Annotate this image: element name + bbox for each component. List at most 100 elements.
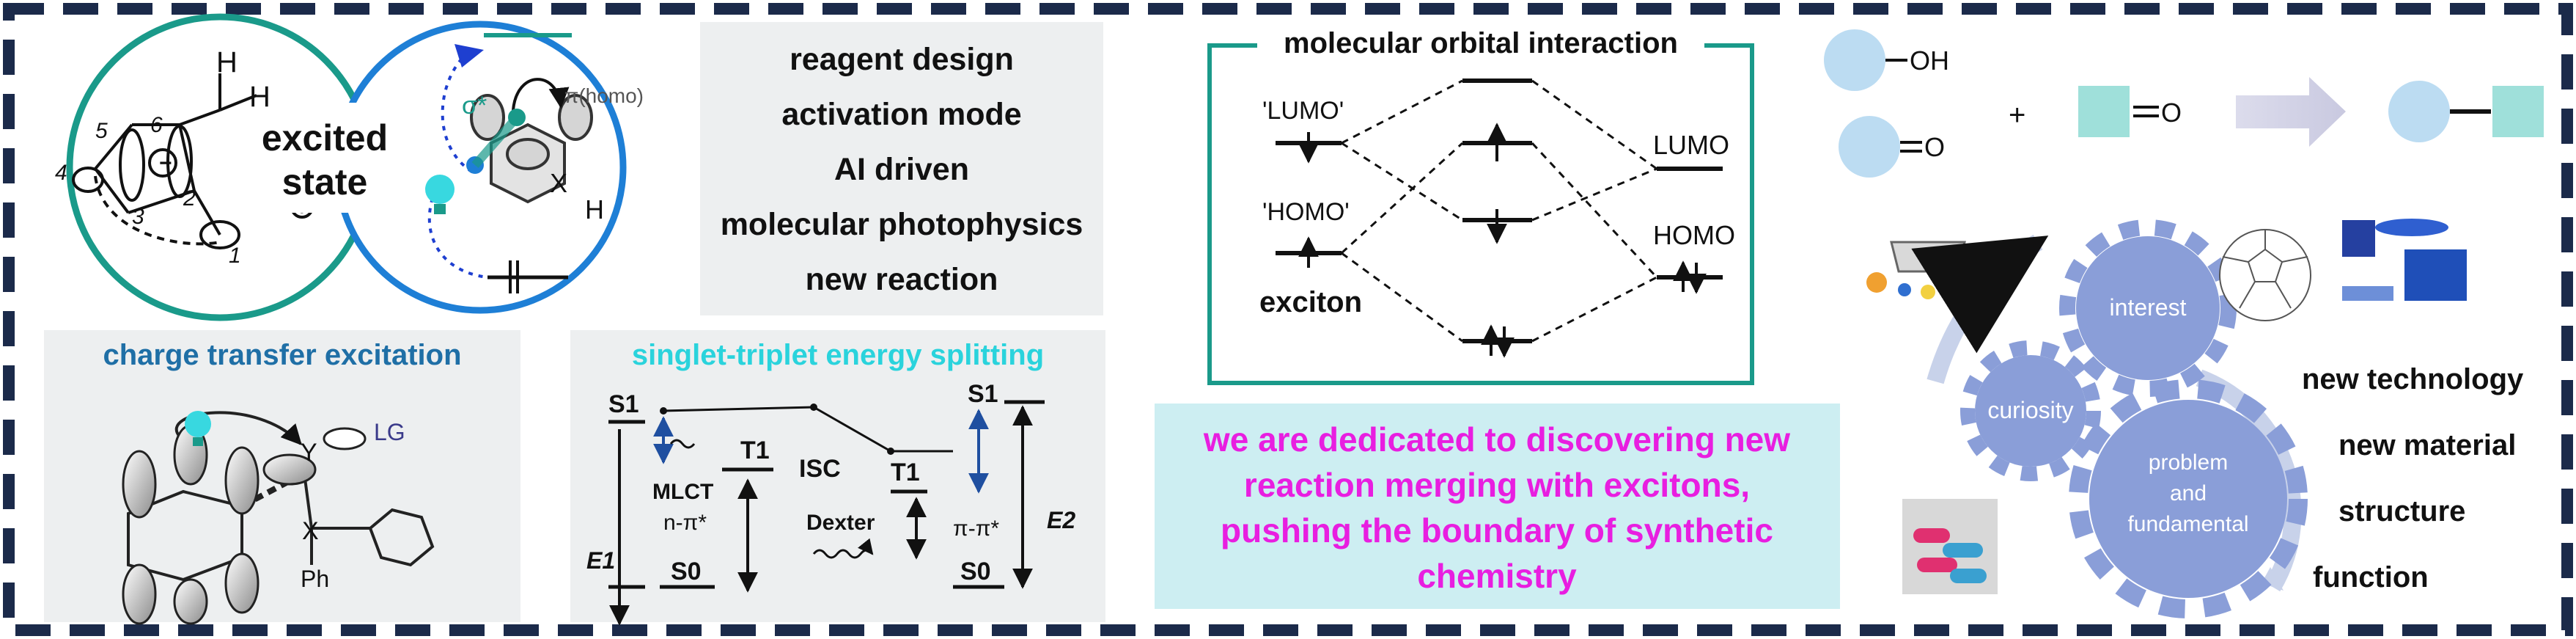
mission-box: we are dedicated to discovering new reac… — [1155, 404, 1840, 609]
gear-interest — [2059, 219, 2237, 397]
pi-pi-label: π-π* — [953, 516, 999, 541]
mo-title: molecular orbital interaction — [1284, 27, 1678, 59]
homo-label: HOMO — [1653, 220, 1735, 250]
cycloheptadienyl-orbitals — [72, 73, 314, 249]
dashed-border — [3, 3, 2573, 636]
topic-ai-driven: AI driven — [834, 152, 969, 187]
topic-reagent-design: reagent design — [790, 42, 1014, 77]
e1-label: E1 — [586, 547, 615, 574]
mission-bg — [1155, 404, 1840, 609]
o-label-2: O — [2161, 98, 2182, 128]
isc-label: ISC — [799, 455, 841, 483]
topics-bg — [700, 22, 1103, 315]
s1-label-right: S1 — [968, 380, 998, 408]
outcome-function: function — [2313, 561, 2429, 594]
lumo-label: LUMO — [1653, 130, 1729, 160]
h-atom-label: H — [585, 194, 604, 224]
charge-transfer-title: charge transfer excitation — [103, 339, 461, 371]
s0-label-left: S0 — [671, 558, 702, 585]
ring-number-3: 3 — [132, 205, 144, 229]
gear-and-label: and — [2170, 481, 2207, 505]
electron-arrows — [1298, 123, 1707, 358]
reaction-arrow — [2236, 77, 2346, 147]
exciton-label: exciton — [1259, 286, 1362, 318]
excited-state-panel: − + H H 5 6 4 3 2 1 excited state σ* π(h… — [55, 13, 644, 321]
h-label-2: H — [249, 81, 271, 113]
excited-title-line2: state — [282, 161, 368, 202]
ring-number-2: 2 — [183, 186, 196, 211]
svg-text:−: − — [159, 151, 172, 175]
orbital-lobes — [122, 424, 367, 625]
gear-problem — [2069, 379, 2308, 618]
carbonyl-circle — [1839, 116, 1900, 178]
mission-line-4: chemistry — [1417, 557, 1577, 595]
topic-new-reaction: new reaction — [806, 262, 998, 297]
t1-label-right: T1 — [891, 459, 920, 486]
gears-panel: interest curiosity problem and fundament… — [1866, 219, 2524, 618]
outcome-structure: structure — [2338, 495, 2465, 527]
pi-homo-label: π(homo) — [564, 84, 644, 107]
electron-transfer-arrowhead — [455, 44, 484, 67]
topics-box: reagent design activation mode AI driven… — [700, 22, 1103, 315]
isc-path — [663, 406, 953, 453]
cycle-arrow-left — [1911, 234, 2049, 384]
solar-system-icon — [1866, 241, 1979, 299]
mo-correlation-lines — [1340, 79, 1658, 343]
lightbulb-icon-2 — [185, 411, 211, 446]
ring-number-5: 5 — [95, 119, 108, 143]
gear-curiosity — [1960, 340, 2101, 481]
h-label-1: H — [216, 46, 238, 78]
energy-levels — [608, 400, 1045, 589]
outcome-new-material: new material — [2338, 429, 2516, 461]
excited-label-bg — [268, 103, 381, 213]
topic-molecular-photophysics: molecular photophysics — [721, 207, 1083, 242]
material-structures-icon — [2342, 219, 2467, 301]
teal-square — [2078, 86, 2130, 137]
plus-sign: + — [2009, 99, 2025, 131]
o-label-1: O — [1924, 132, 1945, 162]
alcohol-circle — [1824, 29, 1885, 91]
n-pi-label: n-π* — [663, 511, 707, 535]
arene-ring — [470, 94, 593, 204]
gear-curiosity-label: curiosity — [1987, 397, 2073, 423]
product-circle — [2388, 81, 2450, 142]
reaction-scheme: OH O + O — [1824, 29, 2544, 178]
x-atom-label: X — [550, 168, 567, 198]
singlet-triplet-title: singlet-triplet energy splitting — [632, 339, 1044, 371]
electron-pair — [509, 260, 519, 293]
ring-number-6: 6 — [150, 113, 163, 137]
pills-photo — [1902, 499, 1998, 594]
topic-activation-mode: activation mode — [781, 97, 1021, 132]
s0-label-right: S0 — [960, 558, 991, 585]
oh-label: OH — [1910, 45, 1949, 76]
mlct-label: MLCT — [652, 480, 713, 504]
x-atom-label-2: X — [302, 517, 319, 545]
excited-title-line1: excited — [262, 117, 388, 158]
t1-label-left: T1 — [740, 437, 770, 464]
mo-title-bg — [1257, 22, 1704, 66]
charge-transfer-panel: charge transfer excitation Y LG X P — [44, 330, 520, 625]
s1-label-left: S1 — [608, 390, 639, 418]
ring-number-4: 4 — [55, 161, 67, 185]
homo-quoted-label: 'HOMO' — [1262, 198, 1350, 226]
gear-problem-label: problem — [2149, 450, 2228, 475]
mission-line-1: we are dedicated to discovering new — [1203, 420, 1790, 459]
fullerene-icon — [2219, 229, 2311, 321]
ring-number-1: 1 — [229, 244, 241, 268]
product-square — [2492, 86, 2544, 137]
dexter-label: Dexter — [806, 511, 875, 535]
lightbulb-icon — [425, 175, 455, 214]
y-atom-label: Y — [301, 439, 317, 467]
e2-label: E2 — [1047, 507, 1075, 533]
outcome-new-technology: new technology — [2302, 363, 2524, 395]
sigma-star-label: σ* — [462, 92, 487, 120]
gear-interest-label: interest — [2110, 294, 2187, 321]
mo-interaction-panel: molecular orbital interaction — [1207, 22, 1754, 385]
ph-label: Ph — [301, 566, 329, 592]
singlet-triplet-panel: singlet-triplet energy splitting S1 T1 I… — [570, 330, 1105, 626]
lg-label: LG — [374, 419, 405, 445]
mission-line-2: reaction merging with excitons, — [1244, 466, 1750, 504]
lumo-quoted-label: 'LUMO' — [1262, 97, 1344, 125]
